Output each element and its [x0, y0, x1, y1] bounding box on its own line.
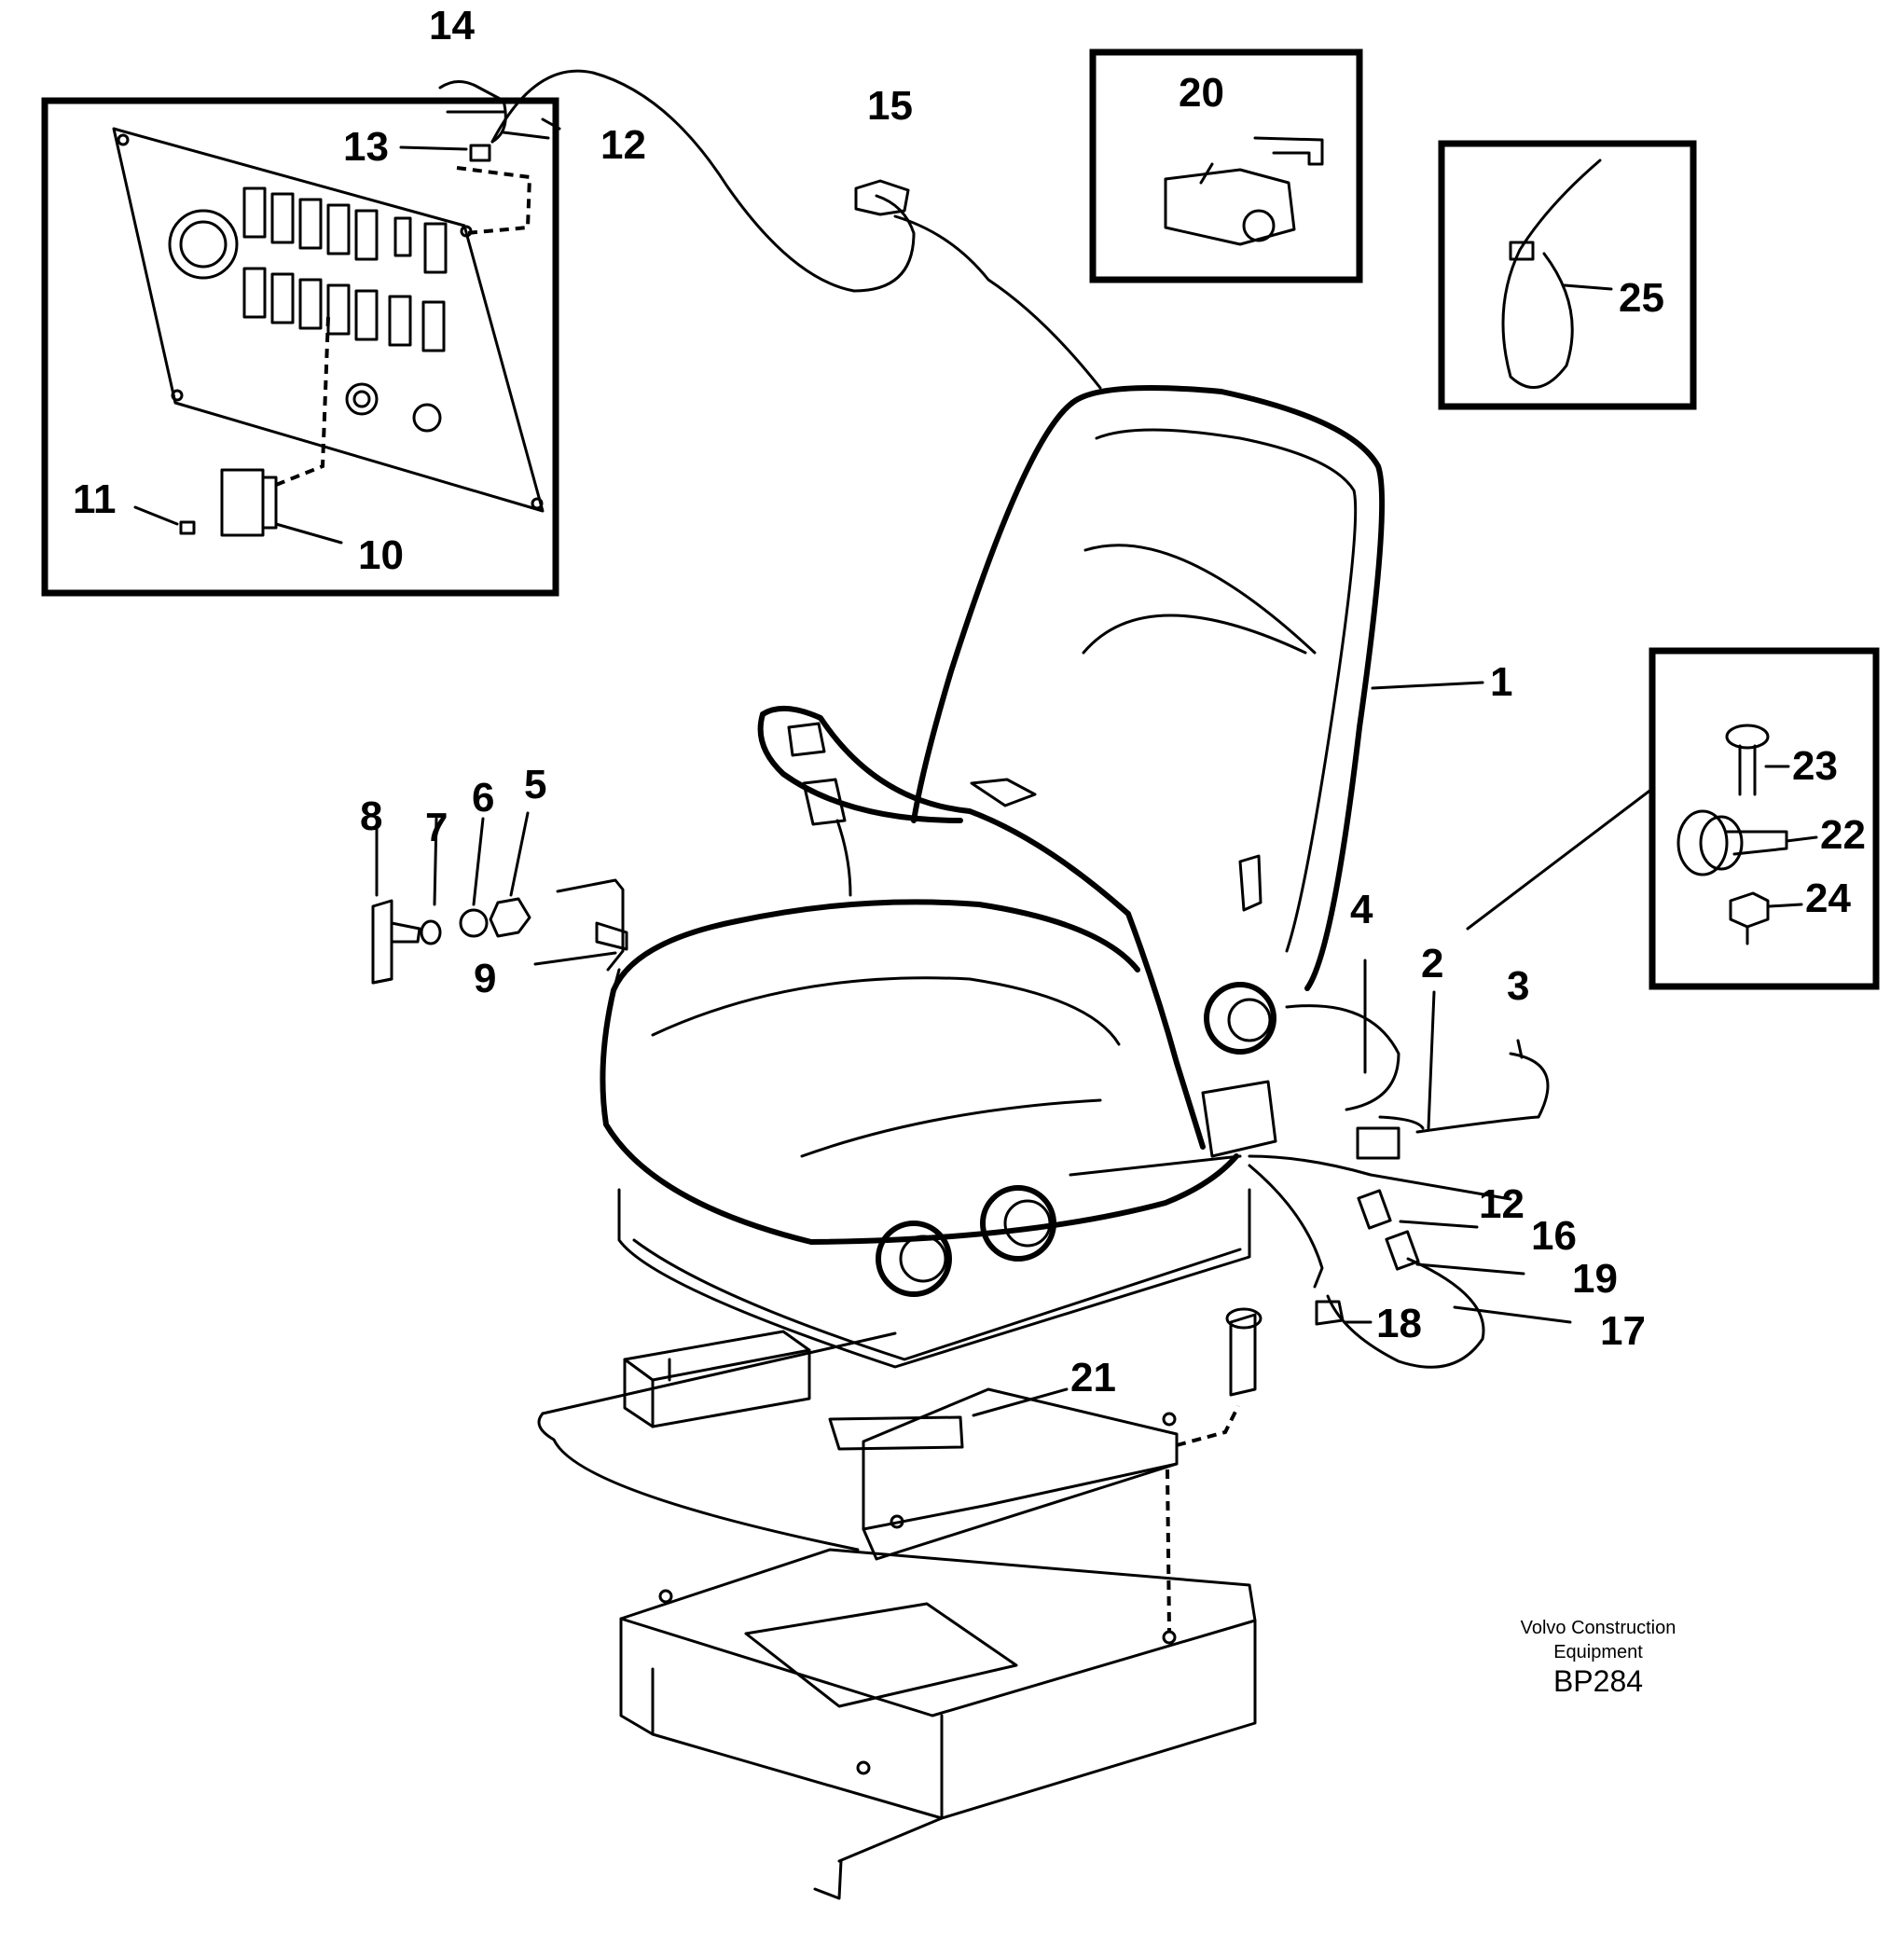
callout-19: 19: [1572, 1256, 1618, 1302]
callout-16: 16: [1531, 1213, 1577, 1259]
connector-15: [854, 179, 910, 216]
callout-7: 7: [425, 805, 448, 850]
callout-3: 3: [1507, 963, 1529, 1009]
instrument-panel-inset: [41, 97, 559, 597]
diagram-code: BP284: [1553, 1664, 1643, 1698]
seat-box: [619, 1469, 1257, 1900]
callout-labels: 14 13 12 15 20 25 11 10 1 23 22 24 8 7 6…: [73, 3, 1866, 1400]
callout-4: 4: [1350, 887, 1373, 932]
hardware-inset: [1466, 647, 1880, 990]
right-side-hoses: [1248, 959, 1572, 1369]
callout-21: 21: [1070, 1355, 1116, 1400]
hose-fittings: [371, 811, 628, 1000]
clip-inset: [1089, 48, 1363, 283]
callout-15: 15: [867, 83, 913, 129]
callout-14: 14: [429, 3, 475, 48]
callout-18: 18: [1376, 1301, 1422, 1346]
credit-company: Volvo Construction: [1521, 1618, 1676, 1638]
callout-20: 20: [1179, 70, 1224, 116]
callout-8: 8: [360, 793, 382, 839]
callout-13: 13: [343, 124, 389, 170]
cable-tie-inset: [1438, 140, 1697, 410]
publisher-credit: Volvo Construction Equipment BP284: [1521, 1618, 1676, 1698]
slide-rails-and-bracket: [537, 1307, 1262, 1561]
callout-6: 6: [472, 775, 494, 821]
callout-1: 1: [1490, 659, 1512, 705]
wiring-harness: [438, 69, 1102, 390]
callout-22: 22: [1820, 812, 1866, 858]
callout-17: 17: [1600, 1308, 1646, 1354]
callout-2: 2: [1421, 941, 1443, 986]
callout-23: 23: [1792, 743, 1838, 789]
callout-12b: 12: [1479, 1181, 1525, 1227]
seat-assembly: [600, 385, 1484, 1369]
callout-12a: 12: [600, 122, 646, 168]
callout-5: 5: [524, 762, 546, 807]
callout-9: 9: [474, 956, 496, 1001]
callout-10: 10: [358, 532, 404, 578]
callout-11: 11: [73, 476, 117, 522]
callout-25: 25: [1619, 275, 1664, 321]
credit-division: Equipment: [1553, 1642, 1643, 1662]
callout-24: 24: [1805, 876, 1851, 921]
